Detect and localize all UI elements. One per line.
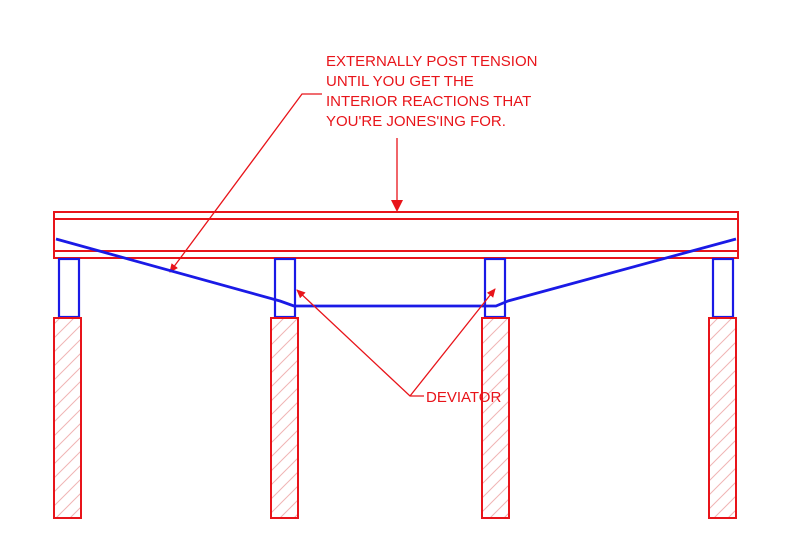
column-4 <box>708 317 737 519</box>
bearing-2 <box>273 257 297 319</box>
tendon-leader-line <box>169 93 322 273</box>
load-arrow-head <box>391 200 403 212</box>
deck-outline <box>53 211 739 259</box>
bearing-3 <box>483 257 507 319</box>
external-tendon <box>55 237 737 308</box>
column-3 <box>481 317 510 519</box>
columns <box>53 317 737 519</box>
deck-beam <box>53 211 739 259</box>
tendon-leader <box>169 93 322 273</box>
annotation-line-3: INTERIOR REACTIONS THAT <box>326 93 531 110</box>
annotation-line-2: UNTIL YOU GET THE <box>326 73 474 90</box>
annotation-line-4: YOU'RE JONES'ING FOR. <box>326 113 506 130</box>
deviator-leader-right <box>409 288 496 397</box>
annotation-note: EXTERNALLY POST TENSION UNTIL YOU GET TH… <box>326 53 537 130</box>
deviator-label: DEVIATOR <box>426 389 501 406</box>
column-2 <box>270 317 299 519</box>
bearing-4 <box>711 257 735 319</box>
bearing-1 <box>57 257 81 319</box>
deviator-leaders <box>296 288 496 397</box>
annotation-line-1: EXTERNALLY POST TENSION <box>326 53 537 70</box>
load-arrow <box>391 138 403 212</box>
column-1 <box>53 317 82 519</box>
